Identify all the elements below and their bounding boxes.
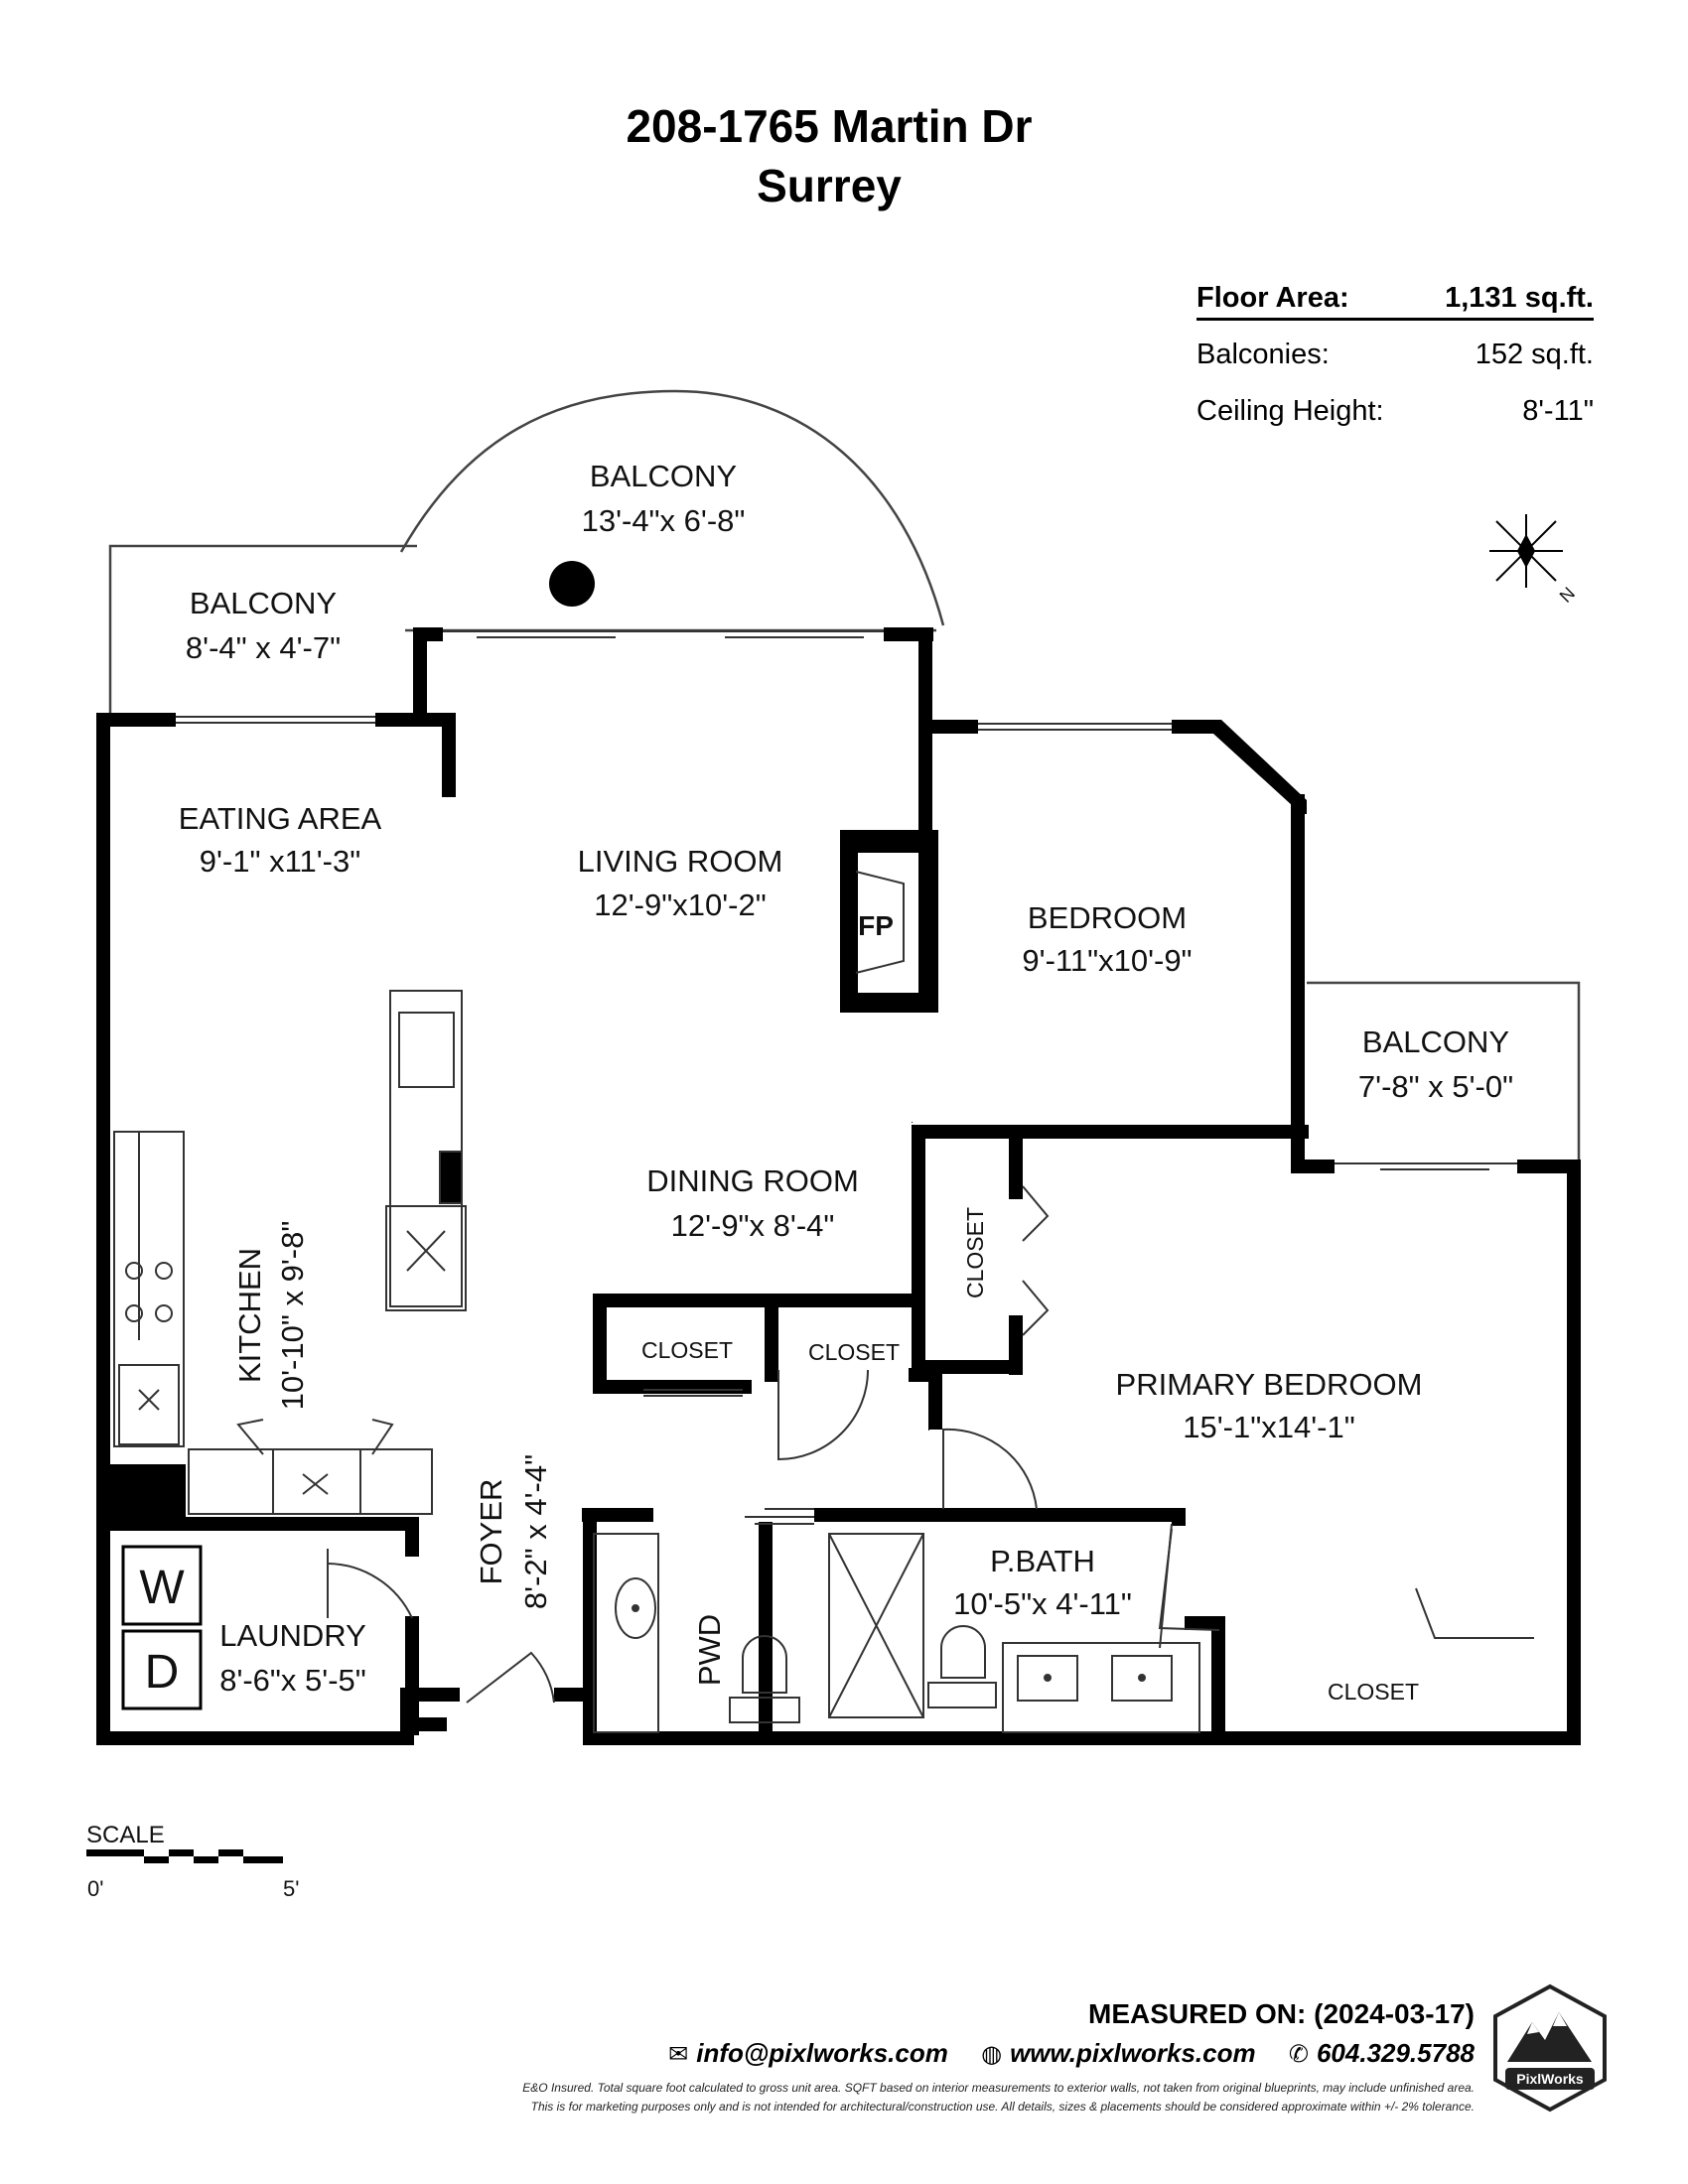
disclaimer-line-1: E&O Insured. Total square foot calculate…	[522, 2081, 1475, 2095]
washer	[121, 1545, 203, 1626]
balconies-label: Balconies:	[1196, 339, 1330, 370]
scale-label: SCALE	[86, 1822, 165, 1848]
closet-2-label: CLOSET	[808, 1339, 900, 1365]
laundry-machines	[121, 1545, 203, 1710]
floor-area-underline	[1196, 318, 1594, 321]
eating-area-name: EATING AREA	[179, 801, 382, 836]
closet-primary-label: CLOSET	[1328, 1679, 1419, 1705]
balcony-bedroom-dims: 7'-8" x 5'-0"	[1358, 1069, 1513, 1104]
balcony-living-dims: 13'-4"x 6'-8"	[582, 503, 746, 538]
rotated-labels: KITCHEN 10'-10" x 9'-8" FOYER 8'-2" x 4'…	[232, 1221, 727, 1687]
scale-bar: SCALE 0' 5'	[86, 1822, 299, 1901]
email-link[interactable]: info@pixlworks.com	[696, 2038, 948, 2068]
pixlworks-logo-icon: PixlWorks	[1493, 1983, 1607, 2113]
balcony-bedroom-name: BALCONY	[1362, 1024, 1509, 1059]
ceiling-label: Ceiling Height:	[1196, 395, 1384, 427]
floor-area-row: Floor Area: 1,131 sq.ft.	[1196, 282, 1594, 322]
eating-area-dims: 9'-1" x11'-3"	[200, 844, 361, 879]
openings	[176, 630, 1534, 1704]
dryer	[121, 1629, 203, 1710]
logo-text: PixlWorks	[1516, 2071, 1584, 2087]
kitchen-counters	[113, 1131, 433, 1515]
kitchen-dims: 10'-10" x 9'-8"	[275, 1221, 310, 1411]
balcony-eating-dims: 8'-4" x 4'-7"	[186, 630, 341, 665]
foyer-dims: 8'-2" x 4'-4"	[518, 1454, 553, 1609]
room-labels: BALCONY 13'-4"x 6'-8" BALCONY 8'-4" x 4'…	[179, 459, 1513, 1698]
bedroom-dims: 9'-11"x10'-9"	[1022, 943, 1192, 978]
living-room-name: LIVING ROOM	[578, 844, 783, 879]
scale-min: 0'	[87, 1876, 103, 1901]
dryer-label: D	[145, 1646, 180, 1699]
floor-area-label: Floor Area:	[1196, 282, 1349, 314]
phone-icon: ✆	[1288, 2041, 1309, 2068]
living-room-dims: 12'-9"x10'-2"	[594, 887, 766, 922]
address-line-2: Surrey	[757, 160, 902, 211]
light-fixture-icon	[549, 561, 595, 607]
primary-bedroom-name: PRIMARY BEDROOM	[1116, 1367, 1423, 1402]
pwd-fixtures	[593, 1533, 800, 1733]
washer-label: W	[139, 1562, 185, 1614]
pwd-name: PWD	[692, 1614, 727, 1686]
balcony-eating-name: BALCONY	[190, 586, 337, 620]
dining-room-name: DINING ROOM	[646, 1163, 859, 1198]
contact-line: ✉ info@pixlworks.com ◍ www.pixlworks.com ✆…	[642, 2038, 1475, 2069]
primary-bedroom-dims: 15'-1"x14'-1"	[1183, 1410, 1354, 1444]
floor-area-value: 1,131 sq.ft.	[1445, 282, 1594, 314]
measured-on: MEASURED ON: (2024-03-17)	[1088, 1998, 1475, 2029]
email-icon: ✉	[668, 2041, 689, 2068]
bedroom-name: BEDROOM	[1028, 900, 1187, 935]
balcony-living-name: BALCONY	[590, 459, 737, 493]
disclaimer-line-2: This is for marketing purposes only and …	[530, 2100, 1475, 2114]
fireplace-unit: FP	[840, 830, 938, 1013]
ceiling-row: Ceiling Height: 8'-11"	[1196, 395, 1594, 435]
scale-max: 5'	[283, 1876, 299, 1901]
dining-room-dims: 12'-9"x 8'-4"	[671, 1208, 835, 1243]
closet-1-label: CLOSET	[641, 1337, 733, 1363]
kitchen-name: KITCHEN	[232, 1248, 267, 1383]
website-link[interactable]: www.pixlworks.com	[1010, 2038, 1256, 2068]
foyer-name: FOYER	[474, 1479, 508, 1585]
compass-north-label: N	[1556, 583, 1579, 606]
compass-icon	[1489, 514, 1563, 588]
angled-wall	[1213, 720, 1307, 814]
balcony-outlines	[108, 389, 1581, 1160]
closet-labels: CLOSET CLOSET CLOSET CLOSET	[641, 1207, 1419, 1705]
kitchen-island	[385, 990, 467, 1311]
pbath-name: P.BATH	[990, 1544, 1095, 1578]
scale-segments	[86, 1849, 283, 1863]
balconies-value: 152 sq.ft.	[1475, 339, 1594, 370]
closet-vertical-label: CLOSET	[962, 1207, 988, 1298]
ceiling-value: 8'-11"	[1522, 395, 1594, 427]
balconies-row: Balconies: 152 sq.ft.	[1196, 339, 1594, 378]
pbath-dims: 10'-5"x 4'-11"	[953, 1586, 1132, 1621]
address-line-1: 208-1765 Martin Dr	[626, 100, 1033, 152]
globe-icon: ◍	[981, 2041, 1003, 2068]
phone-number[interactable]: 604.329.5788	[1316, 2038, 1475, 2068]
laundry-dims: 8'-6"x 5'-5"	[219, 1663, 366, 1698]
walls	[96, 627, 1581, 1745]
fireplace-label: FP	[858, 910, 894, 941]
pbath-fixtures	[828, 1533, 1200, 1733]
laundry-name: LAUNDRY	[219, 1618, 366, 1653]
